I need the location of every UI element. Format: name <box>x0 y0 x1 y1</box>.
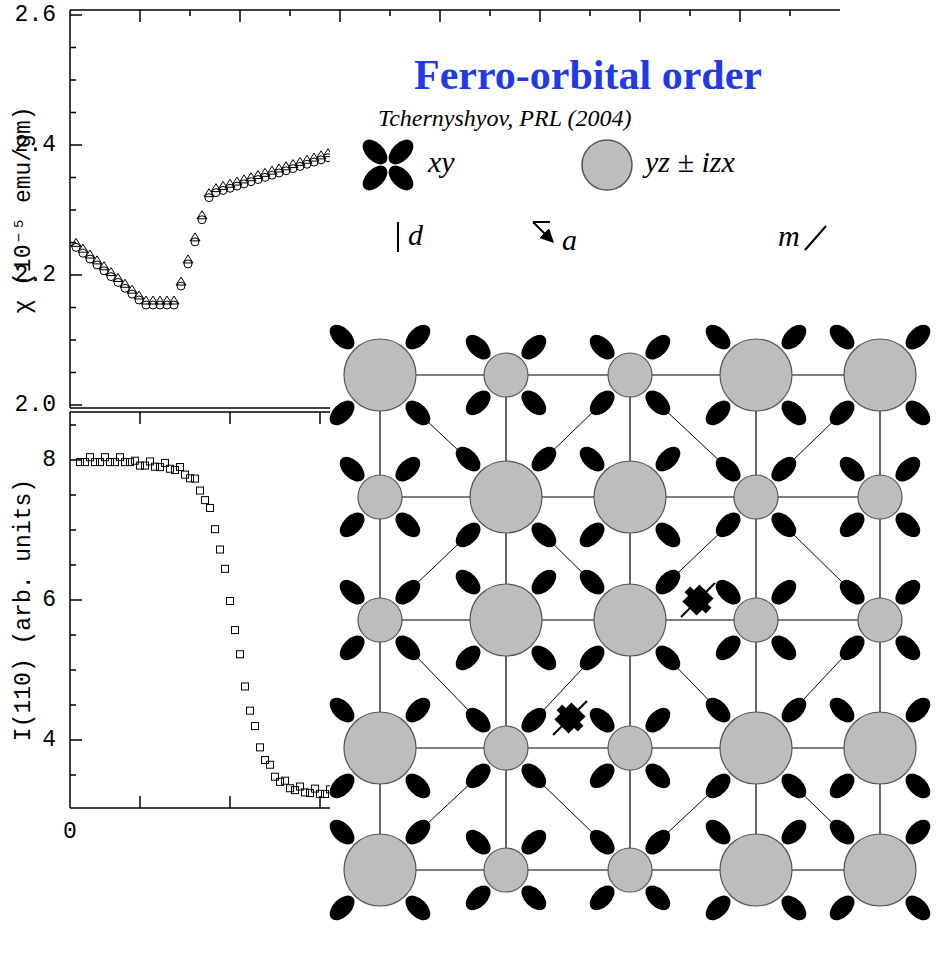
legend-label: m <box>778 221 800 251</box>
data-points <box>71 149 334 798</box>
legend-label: xy <box>428 147 455 177</box>
axis-label: I(110) (arb. units) <box>13 479 36 741</box>
legend-label: d <box>408 220 423 250</box>
axis-label: χ (10⁻⁵ emu/gm) <box>13 106 36 313</box>
tick-label: 2.0 <box>15 394 56 417</box>
tick-label: 8 <box>42 449 56 472</box>
citation: Tchernyshyov, PRL (2004) <box>378 106 632 130</box>
legend-label: a <box>562 225 577 255</box>
orbital-lattice <box>325 320 935 925</box>
tick-label: 2.6 <box>15 4 56 27</box>
tick-label: 0 <box>63 821 77 844</box>
tick-label: 4 <box>42 729 56 752</box>
legend-label: yz ± izx <box>645 147 735 177</box>
legend-symbols <box>358 135 826 252</box>
overlay-panel <box>330 40 943 956</box>
title: Ferro-orbital order <box>414 54 762 96</box>
tick-label: 6 <box>42 589 56 612</box>
